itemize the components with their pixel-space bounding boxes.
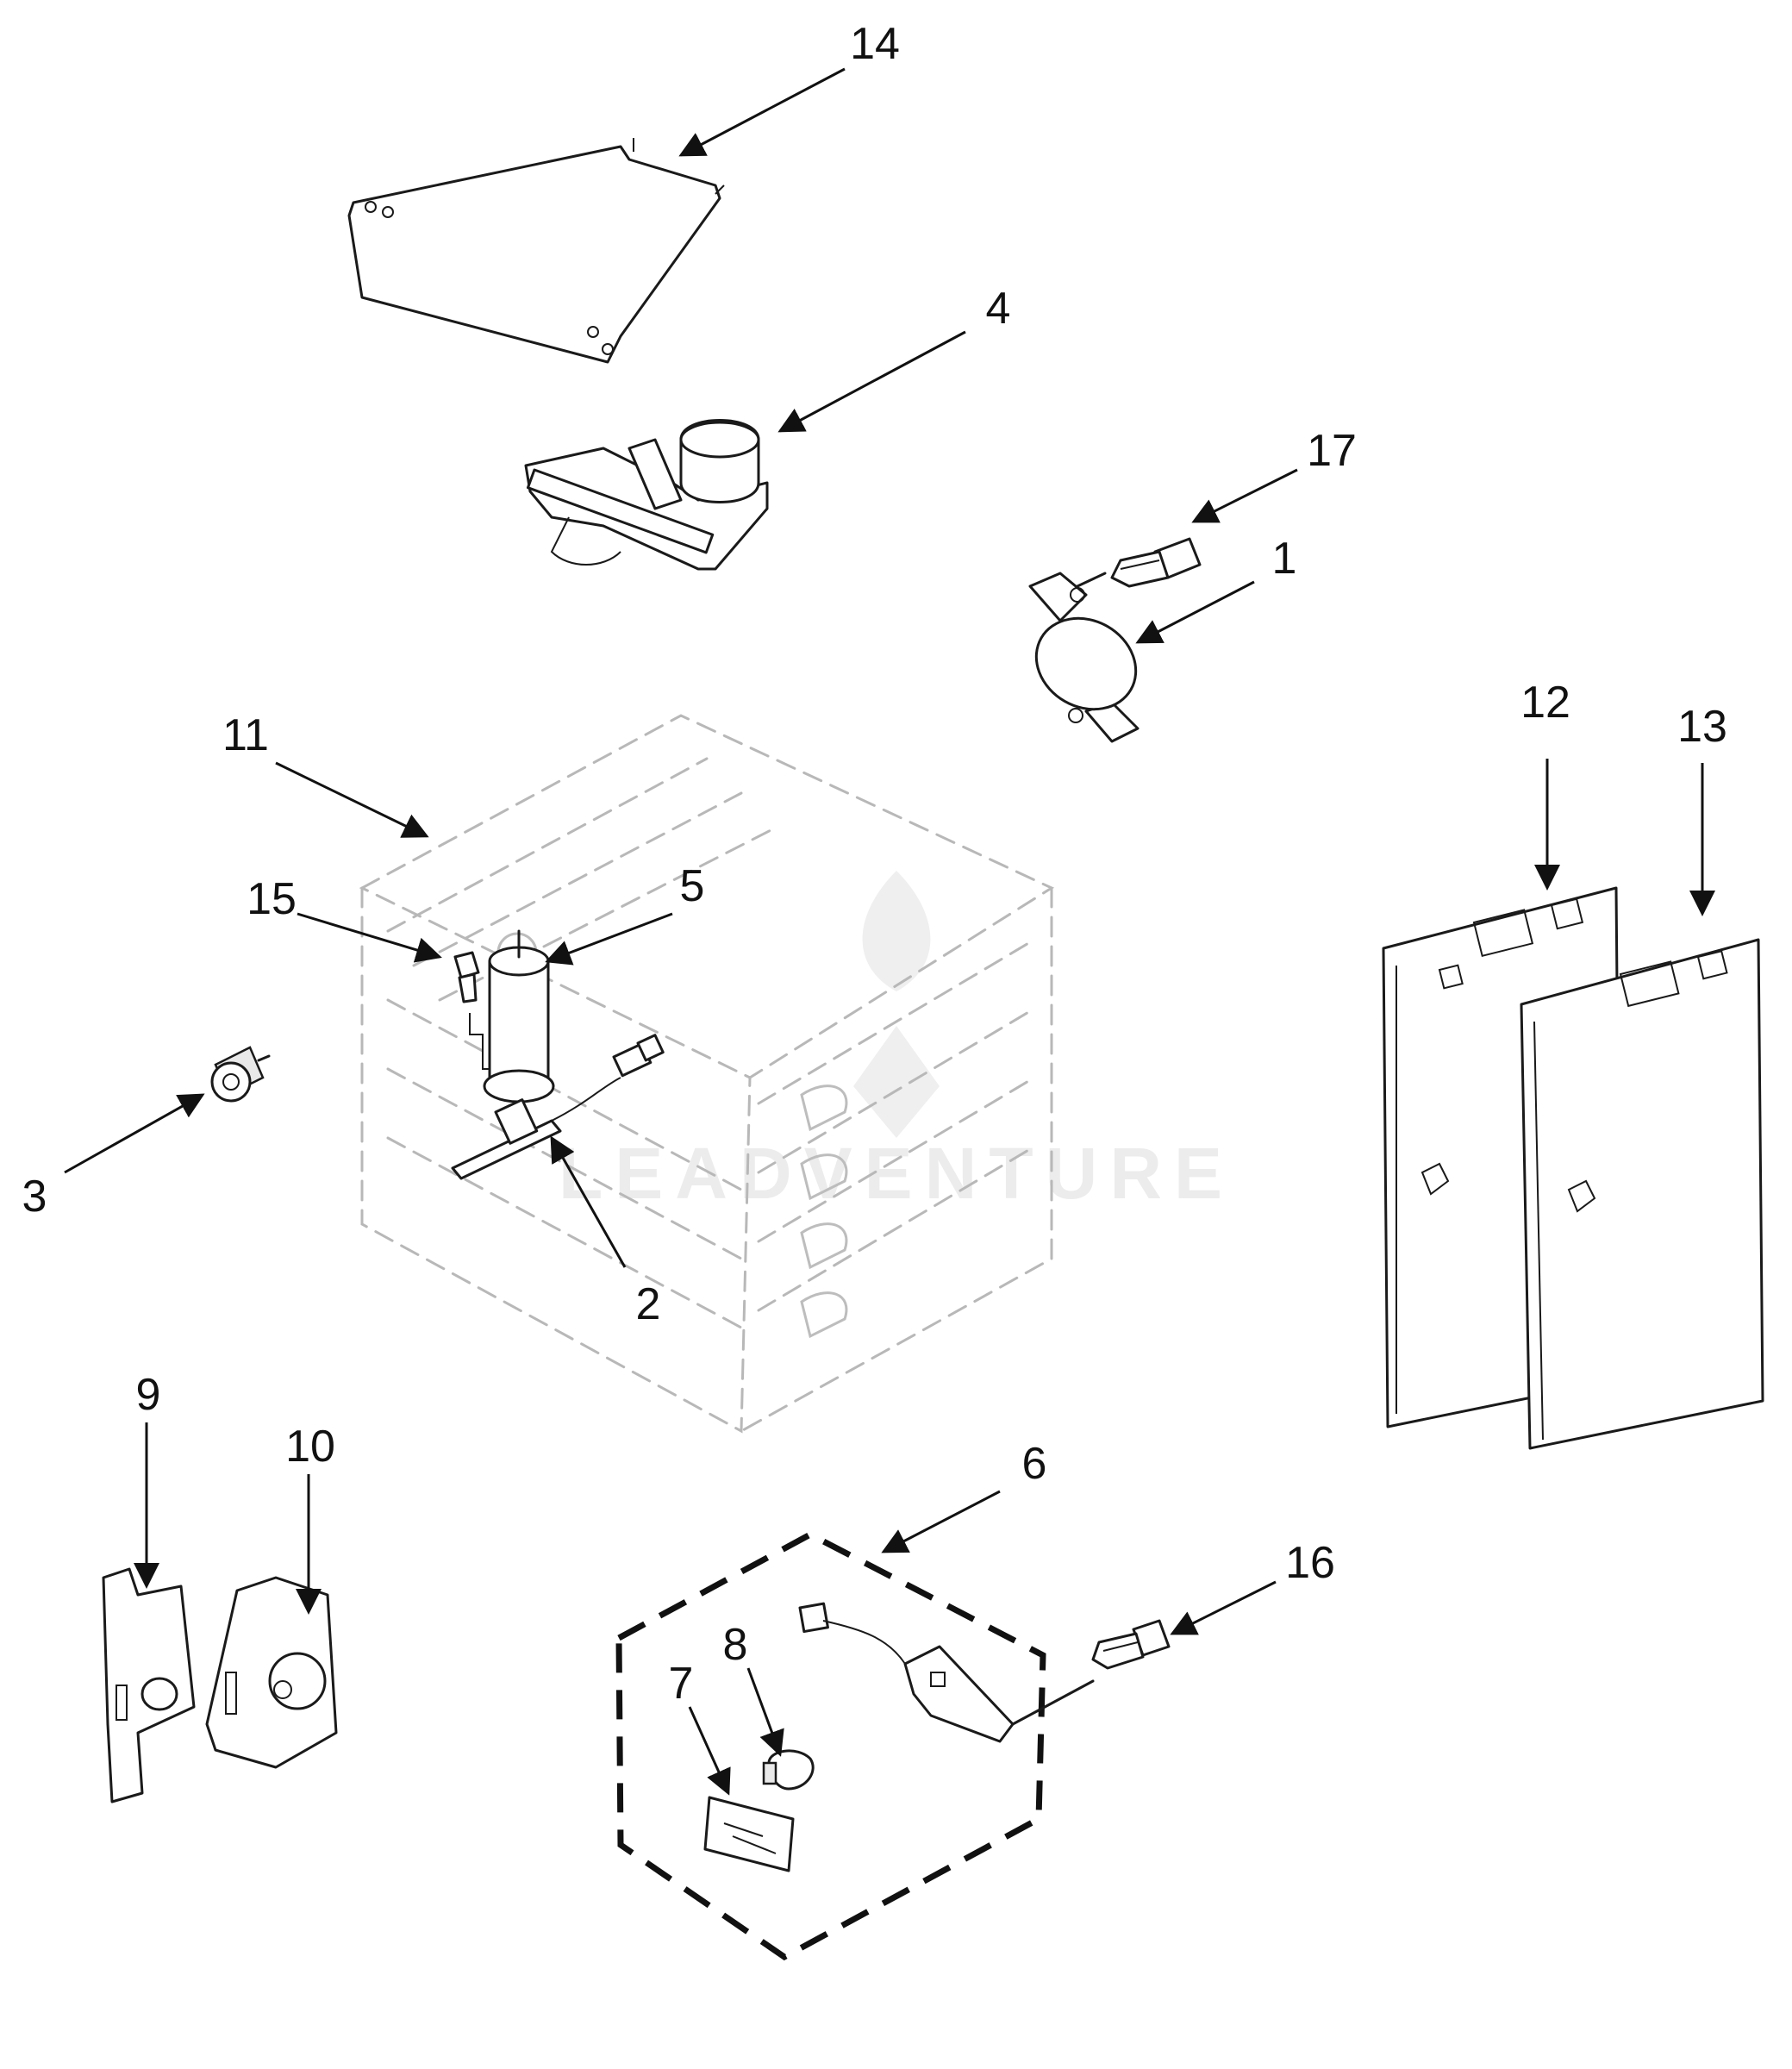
part-11-oven-cavity [359, 714, 1055, 1434]
callout-10: 10 [285, 1422, 335, 1472]
leader-14 [678, 67, 846, 157]
watermark-flame-icon [853, 871, 940, 1138]
part-2-probe [451, 1034, 665, 1180]
callout-13: 13 [1677, 702, 1727, 752]
leader-8 [746, 1667, 784, 1757]
callout-15: 15 [247, 874, 297, 924]
leader-7 [688, 1706, 731, 1796]
callout-16: 16 [1285, 1538, 1335, 1588]
callout-7: 7 [669, 1659, 694, 1709]
leader-3 [64, 1093, 205, 1174]
part-7-lens [703, 1796, 795, 1872]
callout-6: 6 [1022, 1439, 1047, 1489]
leader-11 [275, 761, 429, 838]
part-13-side-panel [1520, 938, 1764, 1450]
leader-1 [1135, 580, 1255, 644]
part-17-screw [1076, 537, 1202, 588]
leader-6 [881, 1490, 1001, 1553]
callout-12: 12 [1520, 678, 1570, 728]
leader-2 [550, 1135, 627, 1268]
callout-3: 3 [22, 1172, 47, 1222]
callout-1: 1 [1272, 534, 1297, 584]
watermark: LEADVENTURE [559, 871, 1234, 1214]
part-6-light-kit [615, 1531, 1095, 1961]
leader-5 [545, 912, 673, 966]
callout-5: 5 [680, 861, 705, 911]
callout-labels: 14 4 17 1 11 12 13 15 5 3 2 9 10 6 16 8 … [22, 19, 1727, 1709]
part-4-latch-assembly [524, 419, 769, 571]
leader-16 [1170, 1580, 1277, 1635]
part-9-hinge [102, 1567, 196, 1803]
leader-15 [297, 912, 442, 963]
leader-lines [64, 67, 1715, 1796]
callout-17: 17 [1307, 426, 1357, 476]
part-16-screw [1091, 1619, 1171, 1670]
watermark-text: LEADVENTURE [559, 1133, 1234, 1214]
callout-11: 11 [222, 710, 269, 760]
callout-4: 4 [986, 284, 1011, 334]
part-15-screw [453, 951, 480, 1003]
callout-2: 2 [636, 1279, 661, 1329]
callout-9: 9 [136, 1370, 161, 1420]
part-1-thermal-switch [1028, 572, 1140, 743]
part-14-bracket-plate [347, 138, 725, 364]
part-8-bulb [762, 1749, 815, 1791]
part-10-hinge [205, 1576, 338, 1769]
callout-14: 14 [850, 19, 900, 69]
part-5-cylinder [469, 929, 555, 1103]
leader-17 [1191, 468, 1298, 523]
callout-8: 8 [723, 1620, 748, 1670]
part-3-knob [210, 1046, 271, 1103]
leader-4 [777, 330, 966, 433]
